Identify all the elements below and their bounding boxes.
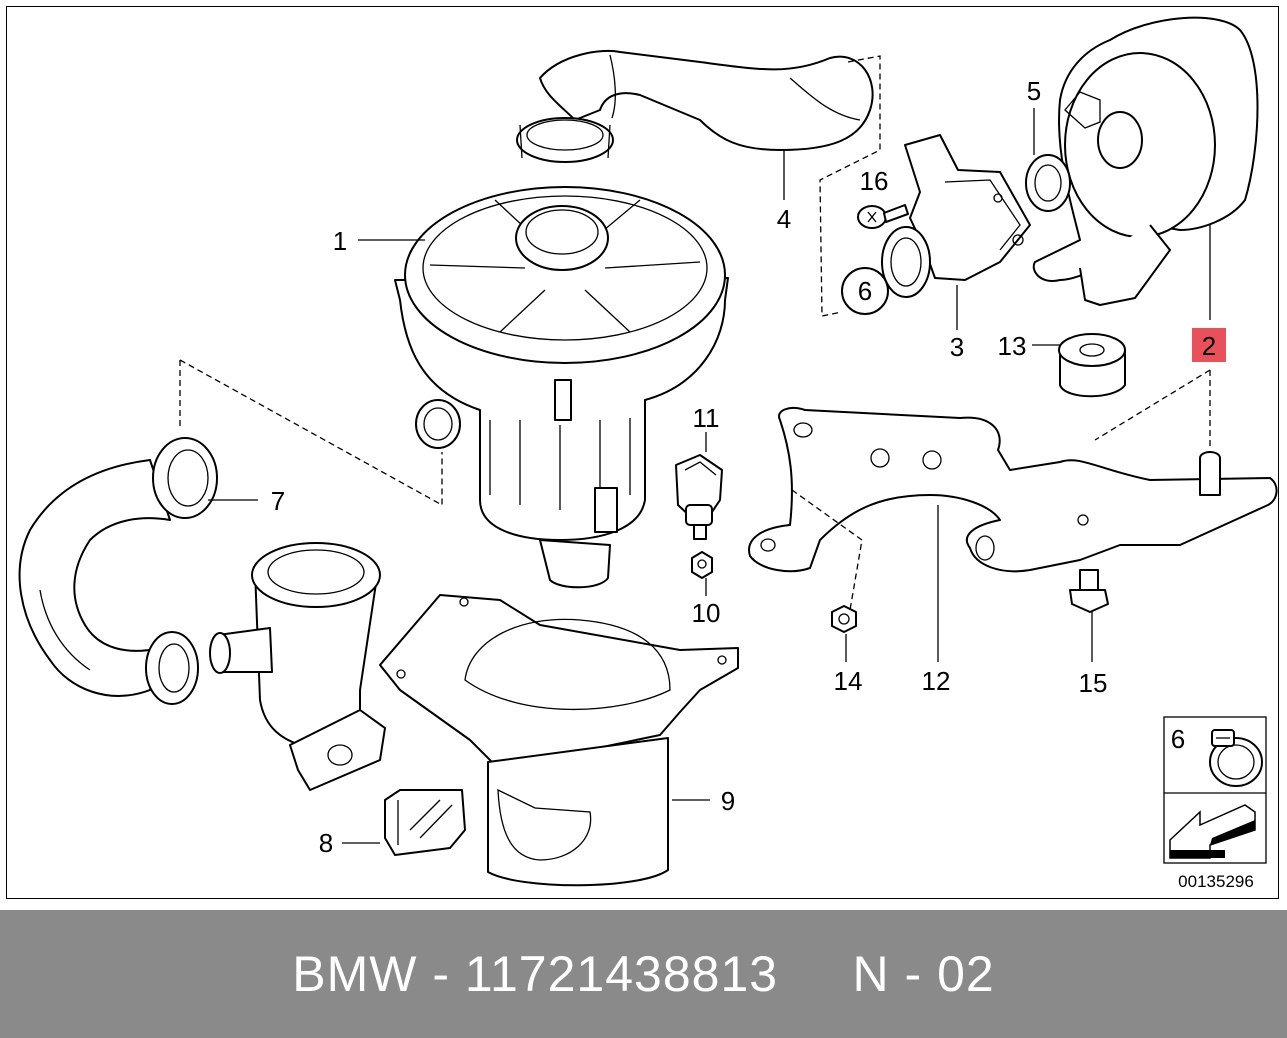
image-code: 00135296 — [1178, 872, 1254, 891]
valve-part — [209, 542, 386, 791]
leader-dashed-4 — [819, 55, 881, 317]
air-mass-sensor-part-3 — [881, 134, 1031, 298]
callout-10: 10 — [692, 598, 721, 628]
nut-part-10 — [691, 551, 713, 579]
callout-16: 16 — [860, 166, 889, 196]
callout-15: 15 — [1079, 668, 1108, 698]
clamp-callout-circle — [841, 267, 889, 315]
callout-2-highlight — [1192, 328, 1226, 362]
legend-callout-6: 6 — [1171, 724, 1185, 754]
arrow-icon — [1169, 804, 1256, 859]
exploded-parts-diagram: 1 2 3 4 5 6 7 8 9 10 11 12 13 14 15 16 6… — [18, 16, 1278, 891]
callout-12: 12 — [922, 666, 951, 696]
bracket-part-8 — [384, 789, 466, 856]
callout-2: 2 — [1202, 331, 1216, 361]
footer-bar: BMW - 11721438813 N - 02 — [0, 910, 1287, 1038]
callout-3: 3 — [950, 332, 964, 362]
grommet-part-13 — [1058, 333, 1126, 398]
legend-box — [1163, 716, 1267, 864]
leader-dashed-2 — [1094, 369, 1211, 450]
callout-7: 7 — [271, 486, 285, 516]
callout-1: 1 — [333, 226, 347, 256]
callout-13: 13 — [998, 331, 1027, 361]
bracket-part-12 — [748, 407, 1278, 573]
filter-housing-part-2 — [1032, 16, 1259, 306]
screw-part-16 — [857, 204, 909, 229]
callout-11: 11 — [693, 403, 720, 433]
callout-9: 9 — [721, 786, 735, 816]
sensor-part-11 — [675, 454, 723, 540]
bolt-part-15 — [1069, 569, 1109, 613]
hose-part-7 — [18, 437, 218, 705]
holder-part-9 — [379, 594, 739, 887]
callout-6: 6 — [858, 276, 872, 306]
hose-clamp-icon — [1209, 729, 1263, 787]
leader-dashed-1 — [179, 359, 443, 507]
callout-14: 14 — [834, 666, 863, 696]
hose-part-4 — [516, 49, 874, 163]
part-number-caption: BMW - 11721438813 N - 02 — [292, 946, 995, 1002]
callout-4: 4 — [777, 204, 791, 234]
nut-part-14 — [831, 605, 857, 633]
seal-ring-part-5 — [1025, 154, 1071, 212]
leader-dashed-14 — [791, 489, 863, 611]
callout-8: 8 — [319, 828, 333, 858]
air-pump-part-1 — [394, 186, 729, 589]
callout-5: 5 — [1027, 76, 1041, 106]
